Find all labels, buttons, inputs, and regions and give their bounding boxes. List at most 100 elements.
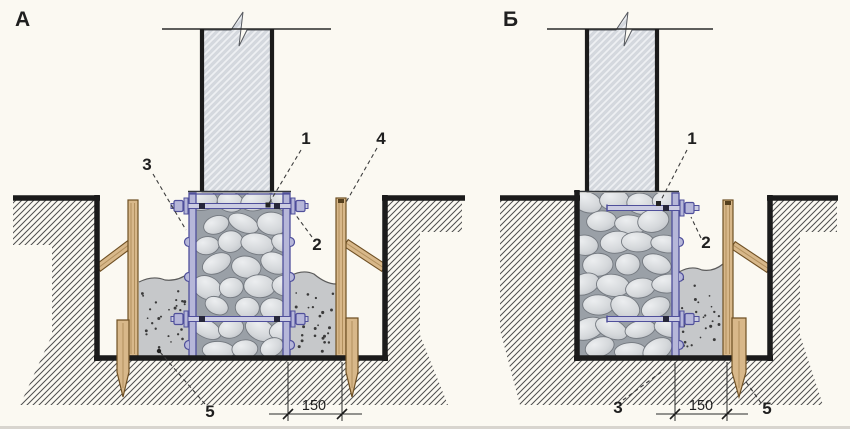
- aggregate-dot: [680, 306, 684, 310]
- leader-end-dot: [156, 348, 162, 354]
- callout-leader: [294, 213, 313, 238]
- callout-number: 4: [376, 129, 386, 148]
- rubble-stone: [271, 274, 285, 297]
- aggregate-dot: [681, 330, 685, 334]
- figure-bottom-edge: [0, 426, 850, 429]
- callout-leader: [152, 173, 187, 231]
- aggregate-dot: [717, 323, 721, 326]
- formwork-clip: [183, 236, 190, 248]
- rubble-stone: [642, 337, 673, 356]
- rubble-stone: [231, 339, 259, 356]
- rubble-stone: [218, 277, 244, 299]
- aggregate-dot: [306, 293, 310, 296]
- aggregate-dot: [179, 308, 182, 312]
- aggregate-dot: [140, 292, 144, 295]
- washer-plate: [290, 197, 296, 215]
- dimension-tick: [721, 408, 733, 420]
- aggregate-dot: [297, 345, 301, 349]
- aggregate-dot: [157, 316, 161, 321]
- wall-hatch: [587, 12, 657, 192]
- aggregate-dot: [686, 345, 689, 348]
- rod-pin: [274, 316, 280, 322]
- rubble-stone: [256, 211, 285, 236]
- concrete-surface-line: [678, 263, 724, 273]
- formwork-clip: [183, 339, 190, 351]
- aggregate-dot: [330, 308, 333, 312]
- aggregate-dot: [695, 310, 698, 314]
- rubble-stone: [231, 255, 262, 279]
- aggregate-dot: [302, 325, 306, 329]
- rubble-stone: [621, 231, 655, 253]
- aggregate-dot: [697, 301, 700, 304]
- formwork-clip: [678, 339, 685, 351]
- aggregate-dot: [318, 314, 322, 318]
- aggregate-dot: [170, 341, 172, 343]
- callout-number: 5: [205, 402, 214, 421]
- formwork-clip: [289, 271, 296, 283]
- concrete-surface-line: [138, 272, 190, 283]
- aggregate-dot: [321, 310, 325, 315]
- dimension-tick: [282, 408, 294, 420]
- aggregate-dot: [702, 316, 705, 319]
- aggregate-dot: [300, 339, 304, 343]
- aggregate-dot: [699, 336, 702, 339]
- aggregate-dot: [313, 327, 317, 330]
- aggregate-dot: [148, 308, 152, 311]
- aggregate-dot: [704, 327, 707, 330]
- aggregate-dot: [331, 292, 335, 295]
- leader-end-dot: [656, 201, 661, 206]
- aggregate-dot: [159, 315, 163, 318]
- concrete-fill: [139, 273, 189, 356]
- formwork-clip: [289, 236, 296, 248]
- rubble-stone: [582, 252, 614, 277]
- callout-leader: [658, 149, 688, 205]
- dimension-tick: [336, 408, 348, 420]
- washer-plate: [679, 310, 685, 328]
- callout-leader: [344, 147, 378, 205]
- rod-pin: [274, 203, 280, 209]
- aggregate-dot: [144, 329, 148, 333]
- rubble-stone: [582, 294, 615, 316]
- wood-grain-line: [97, 243, 131, 269]
- rod-pin: [199, 203, 205, 209]
- aggregate-dot: [168, 308, 170, 311]
- rod-pin: [199, 316, 205, 322]
- callout-number: 1: [687, 129, 696, 148]
- aggregate-dot: [323, 340, 326, 344]
- aggregate-dot: [693, 298, 697, 301]
- aggregate-dot: [314, 296, 318, 300]
- aggregate-dot: [183, 300, 187, 304]
- aggregate-dot: [167, 335, 170, 338]
- rubble-stone: [204, 295, 229, 316]
- wooden-sheeting-board: [335, 197, 347, 357]
- aggregate-dot: [717, 314, 721, 318]
- aggregate-dot: [307, 306, 310, 309]
- aggregate-dot: [176, 333, 180, 336]
- concrete-surface-line: [289, 271, 337, 285]
- aggregate-dot: [177, 290, 180, 293]
- aggregate-dot: [142, 294, 145, 297]
- rubble-stone: [228, 212, 259, 234]
- variant-label: А: [15, 8, 30, 31]
- tie-rod: [170, 316, 309, 322]
- aggregate-dot: [295, 292, 298, 294]
- aggregate-dot: [157, 346, 161, 349]
- aggregate-dot: [175, 299, 178, 302]
- aggregate-dot: [183, 303, 186, 306]
- formwork-clip: [678, 271, 685, 283]
- aggregate-dot: [711, 320, 714, 323]
- aggregate-dot: [154, 327, 157, 330]
- aggregate-dot: [321, 336, 325, 340]
- bolt-nut: [295, 199, 306, 213]
- aggregate-dot: [704, 314, 707, 317]
- rubble-stone: [650, 234, 674, 254]
- wall-hatch: [202, 12, 272, 192]
- washer-plate: [183, 197, 189, 215]
- aggregate-dot: [690, 344, 693, 347]
- rubble-stone: [615, 253, 641, 276]
- aggregate-dot: [173, 306, 177, 310]
- dimension-value: 150: [302, 398, 326, 414]
